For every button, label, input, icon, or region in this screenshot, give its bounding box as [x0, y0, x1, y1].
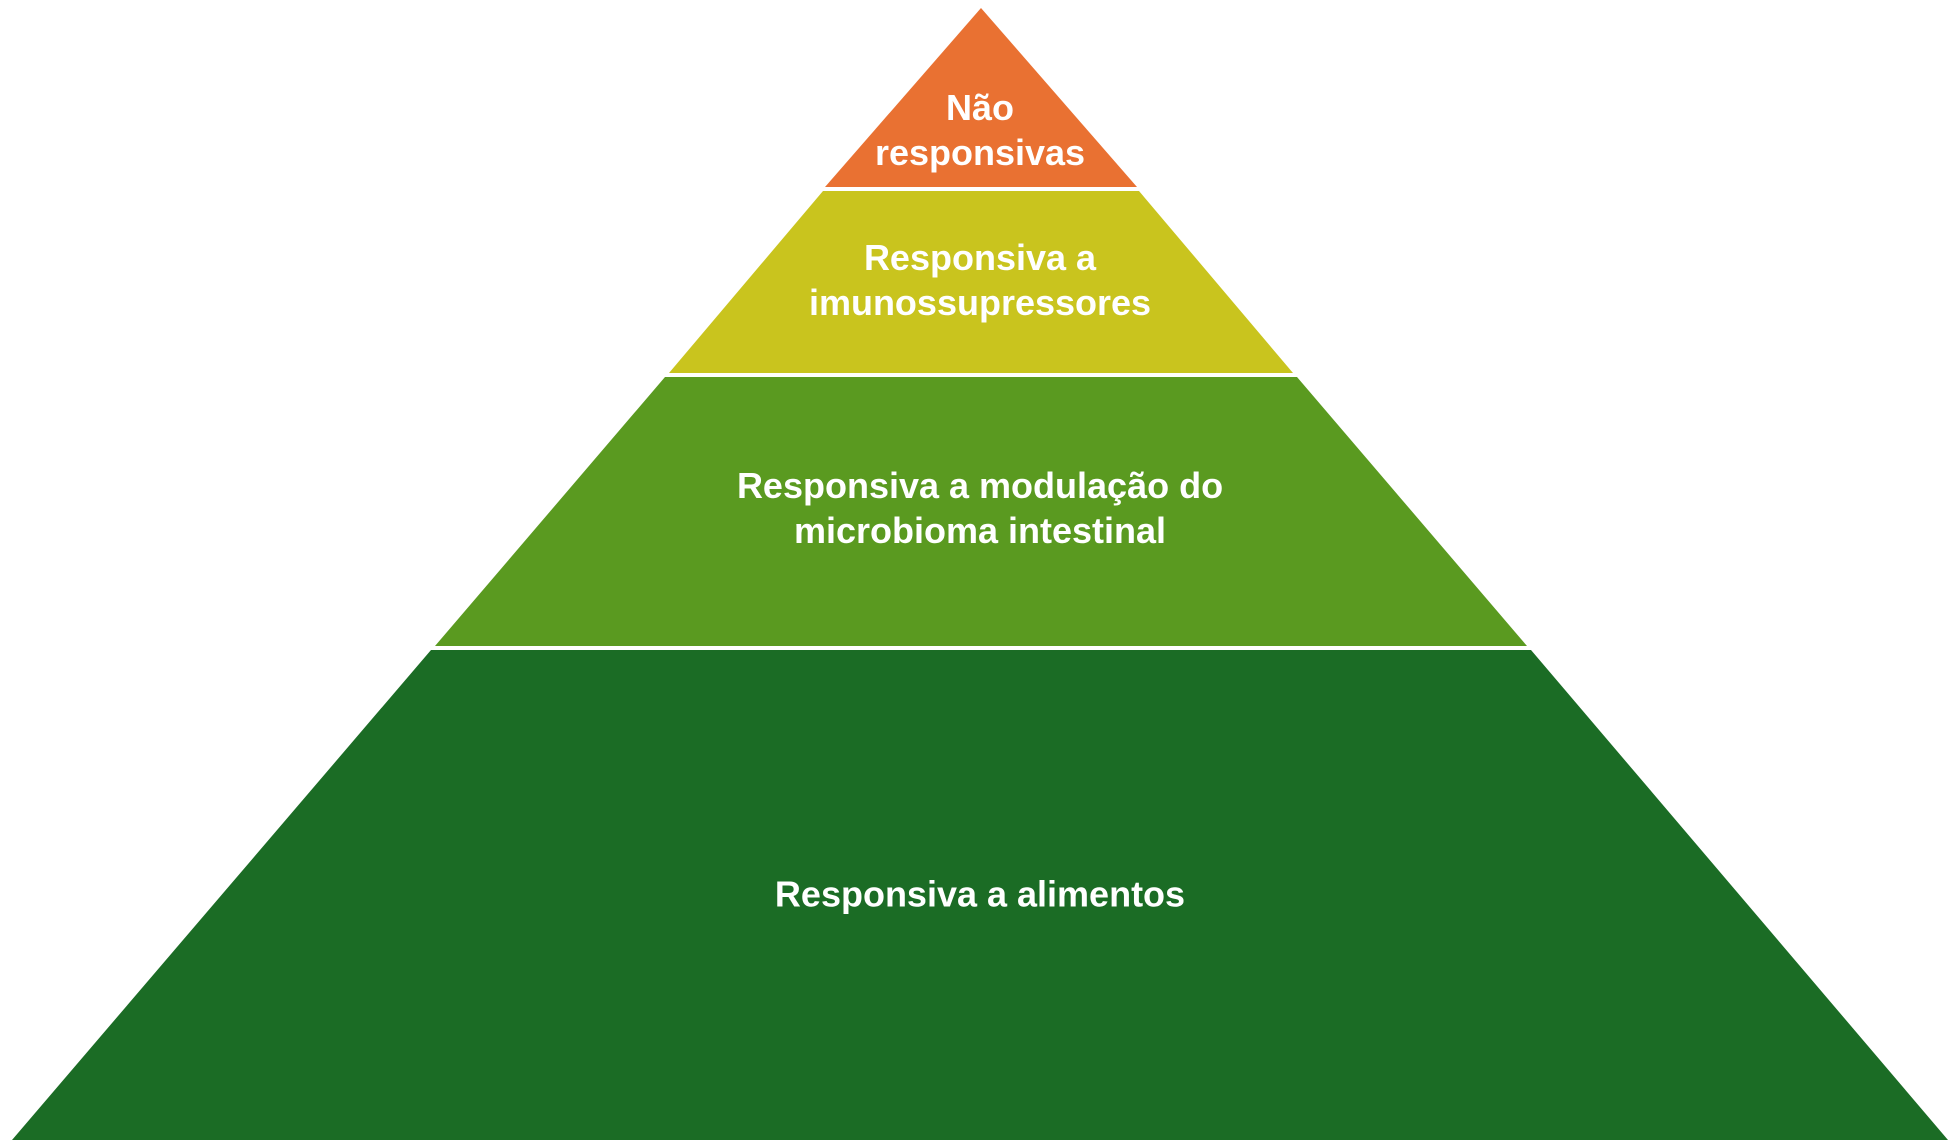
tier-non-responsive — [825, 8, 1137, 187]
tier-label-microbiome-modulation: Responsiva a modulação do microbioma int… — [736, 465, 1224, 551]
tier-microbiome-modulation — [435, 377, 1527, 646]
tier-label-food-responsive: Responsiva a alimentos — [774, 873, 1186, 915]
tier-label-non-responsive: Não responsivas — [874, 87, 1086, 173]
tier-food-responsive — [12, 650, 1948, 1140]
tier-label-immunosuppressors: Responsiva a imunossupressores — [808, 237, 1152, 323]
tier-immunosuppressors — [669, 191, 1293, 373]
